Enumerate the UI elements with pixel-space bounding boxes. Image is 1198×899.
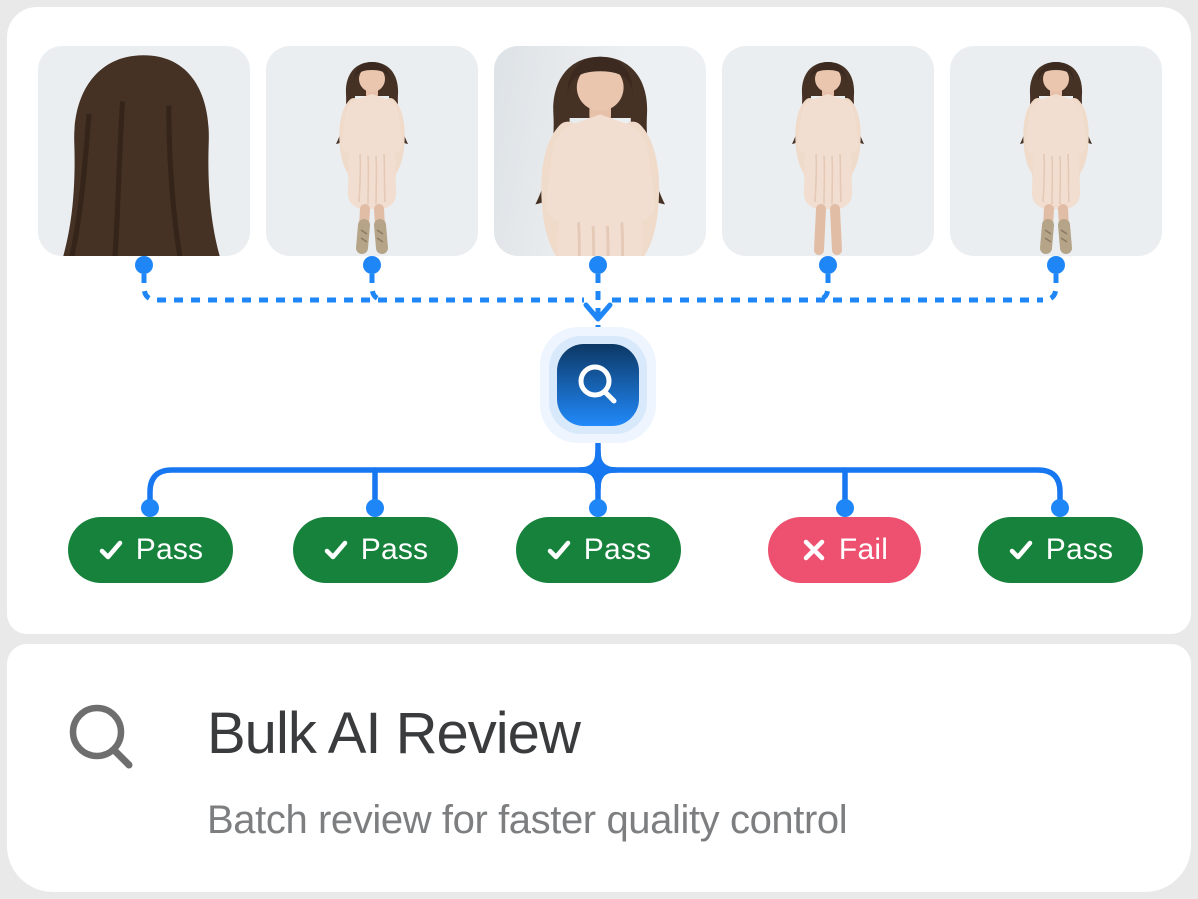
- check-icon: [99, 540, 122, 560]
- feature-subtitle: Batch review for faster quality control: [207, 798, 848, 842]
- feature-summary-card[interactable]: [7, 644, 1191, 892]
- product-image-1: [38, 46, 250, 256]
- ai-review-node: [540, 327, 656, 443]
- result-badge-pass-2: Pass: [293, 517, 458, 583]
- product-image-3: [494, 46, 706, 256]
- search-icon: [64, 700, 136, 772]
- x-icon: [803, 539, 825, 561]
- search-icon: [557, 344, 639, 426]
- product-image-2: [266, 46, 478, 256]
- check-icon: [324, 540, 347, 560]
- check-icon: [547, 540, 570, 560]
- badge-label: Pass: [135, 533, 204, 566]
- result-badge-pass-1: Pass: [68, 517, 233, 583]
- product-image-5: [950, 46, 1162, 256]
- badge-label: Pass: [1045, 533, 1114, 566]
- feature-title: Bulk AI Review: [207, 701, 581, 766]
- check-icon: [1009, 540, 1032, 560]
- result-badge-pass-3: Pass: [516, 517, 681, 583]
- badge-label: Pass: [360, 533, 429, 566]
- result-badge-fail: Fail: [768, 517, 921, 583]
- result-badge-pass-4: Pass: [978, 517, 1143, 583]
- badge-label: Fail: [838, 533, 889, 566]
- badge-label: Pass: [583, 533, 652, 566]
- product-image-4: [722, 46, 934, 256]
